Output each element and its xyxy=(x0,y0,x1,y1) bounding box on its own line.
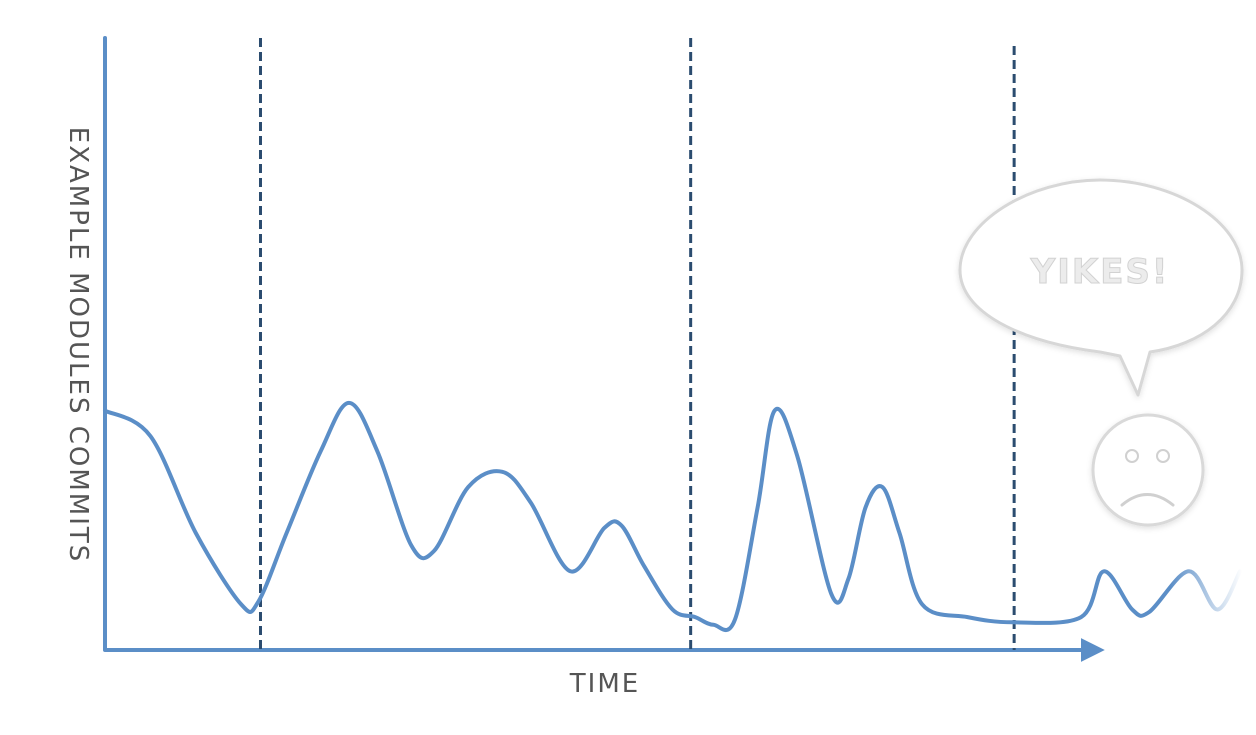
sad-face-icon xyxy=(1091,413,1205,527)
sad-face-right-eye xyxy=(1156,449,1170,463)
fade-overlay xyxy=(1170,540,1256,650)
y-axis-label: EXAMPLE MODULES COMMITS xyxy=(63,127,93,563)
speech-bubble xyxy=(958,178,1244,397)
series-group xyxy=(103,400,1242,633)
sad-face-mouth xyxy=(1120,493,1175,507)
marker-lines xyxy=(258,38,1016,650)
sad-face-outline xyxy=(1091,413,1205,527)
speech-bubble-text: YIKES! xyxy=(1030,252,1170,292)
x-axis-label: TIME xyxy=(569,669,640,699)
speech-bubble-shape xyxy=(958,178,1244,397)
sad-face-left-eye xyxy=(1125,449,1139,463)
series-line xyxy=(103,400,1242,633)
